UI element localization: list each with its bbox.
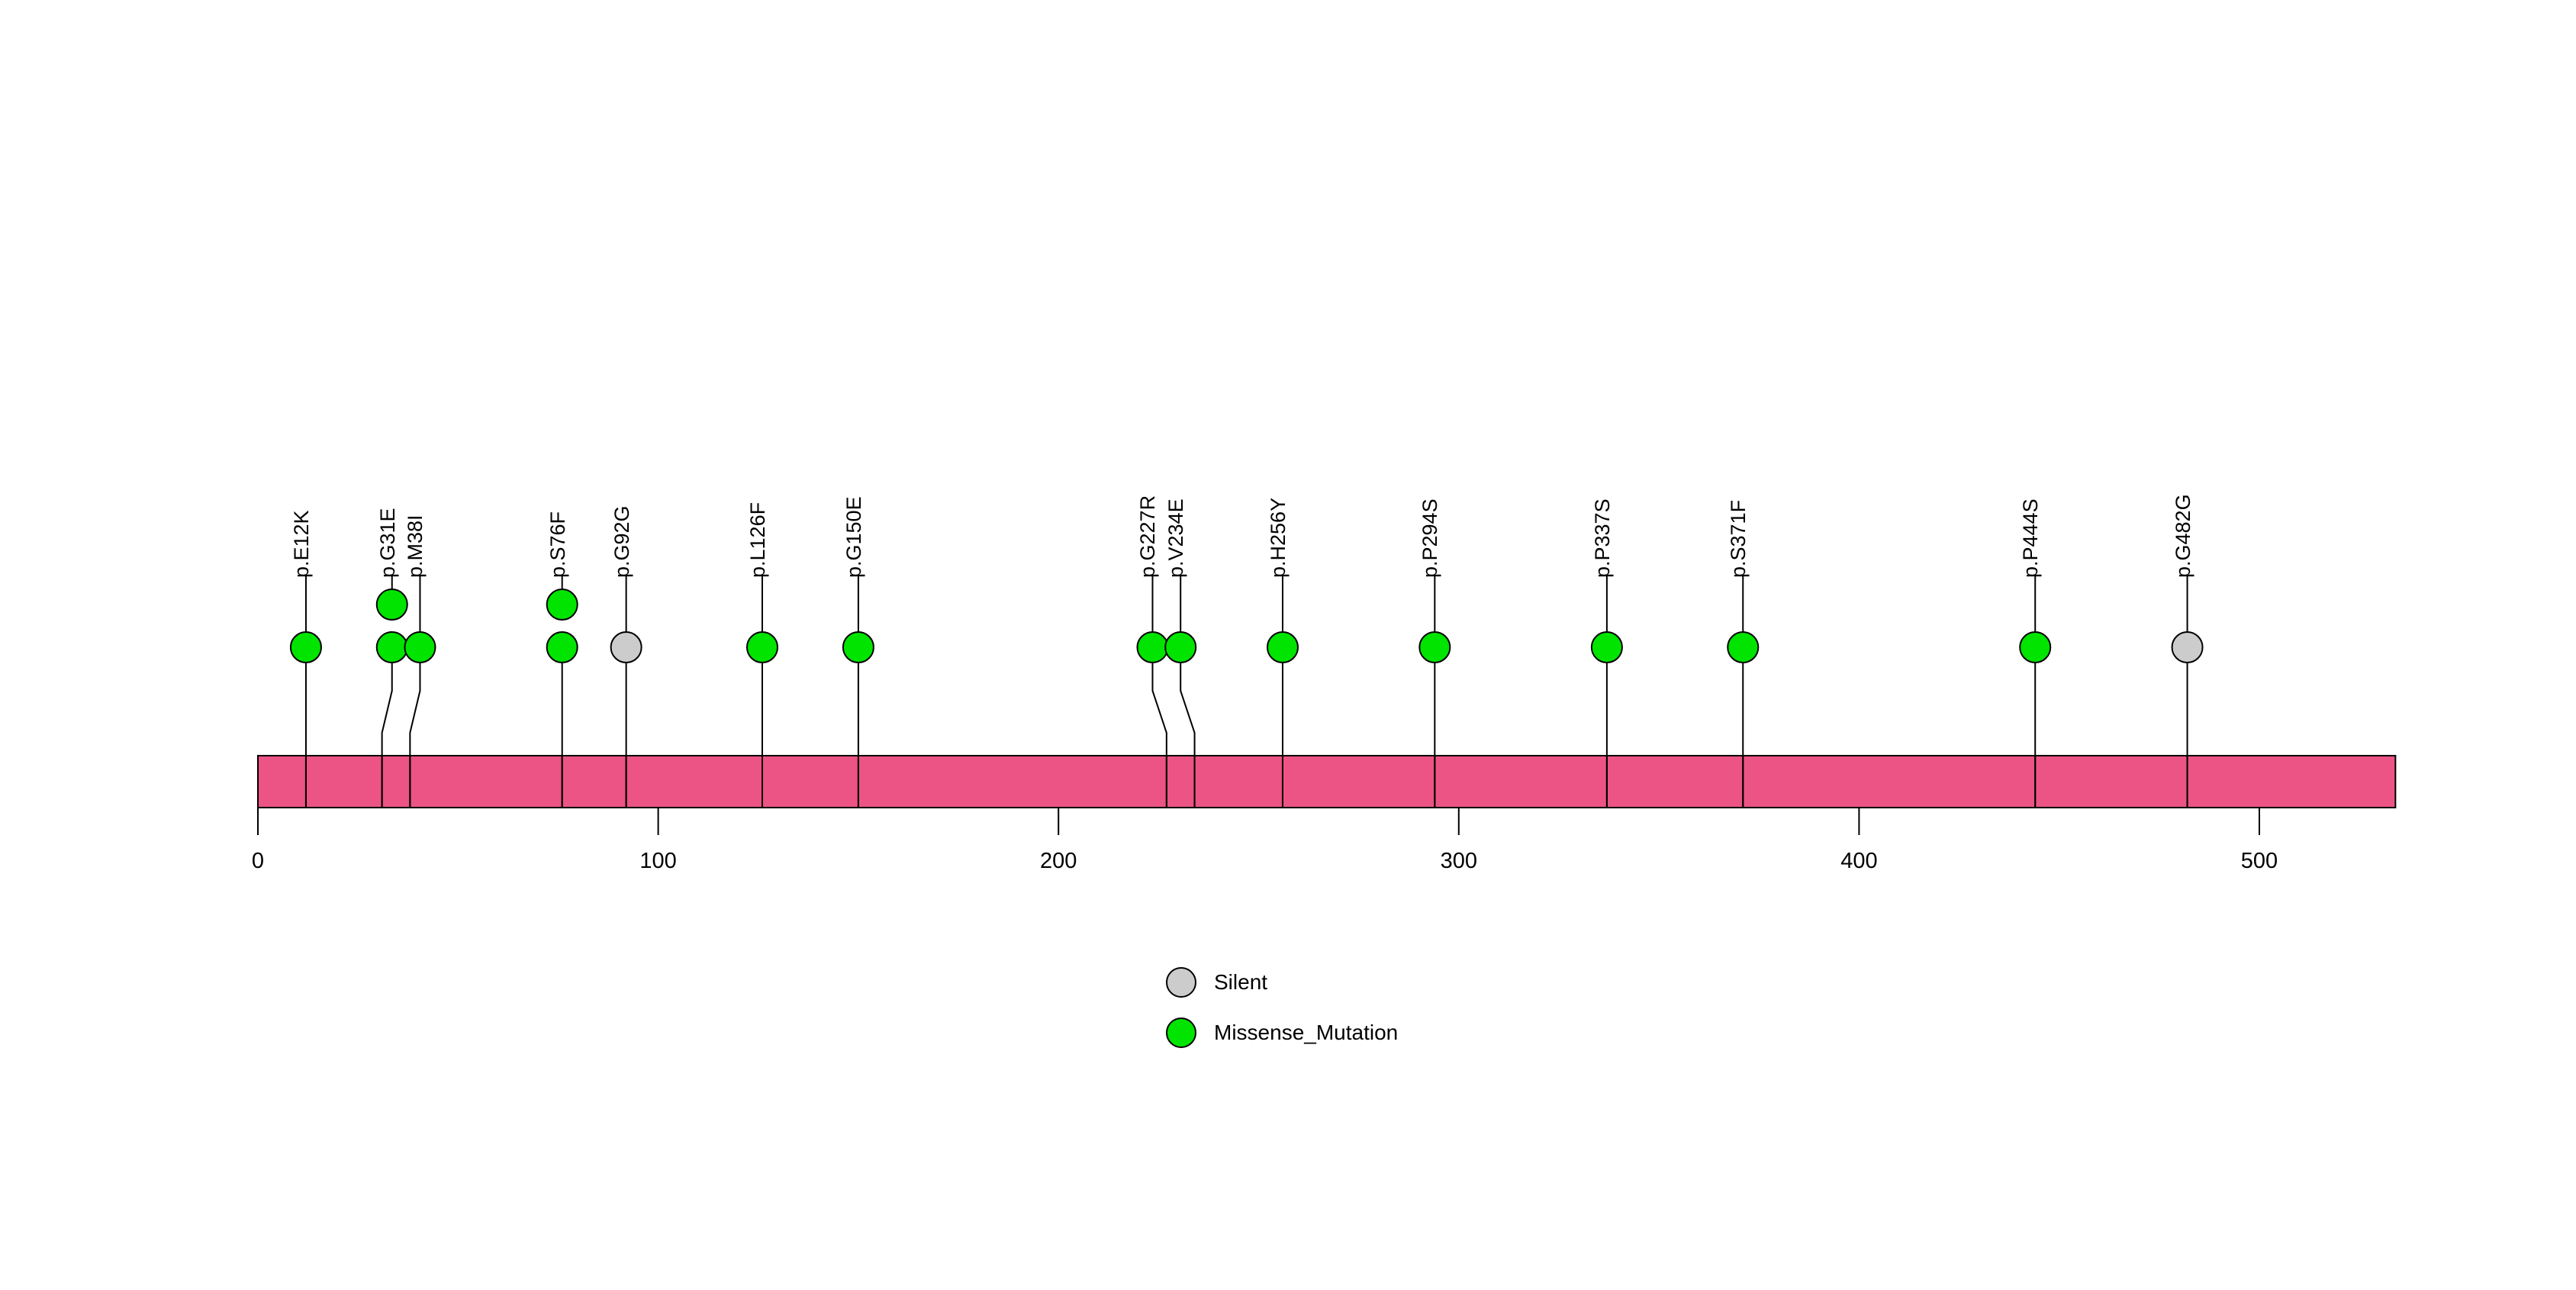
- lollipop-marker[interactable]: [1136, 631, 1169, 663]
- lollipop-stem-lower: [1180, 647, 1196, 808]
- lollipop-marker[interactable]: [375, 589, 408, 621]
- legend-marker: [1166, 967, 1196, 998]
- lollipop-marker[interactable]: [1590, 631, 1623, 663]
- lollipop-marker[interactable]: [2171, 631, 2204, 663]
- lollipop-label: p.S76F: [546, 511, 569, 578]
- axis-tick-label: 100: [639, 849, 677, 873]
- lollipop-label: p.G31E: [375, 508, 399, 578]
- lollipop-label: p.S371F: [1727, 499, 1750, 578]
- axis-tick-label: 300: [1440, 849, 1477, 873]
- lollipop-marker[interactable]: [2019, 631, 2052, 663]
- axis-tick-label: 200: [1039, 849, 1077, 873]
- lollipop-stem-lower: [381, 647, 393, 808]
- lollipop-marker[interactable]: [404, 631, 436, 663]
- lollipop-marker[interactable]: [842, 631, 874, 663]
- legend-marker: [1166, 1017, 1196, 1048]
- lollipop-stem-lower: [1151, 647, 1167, 808]
- lollipop-marker[interactable]: [375, 631, 408, 663]
- lollipop-marker[interactable]: [1266, 631, 1299, 663]
- lollipop-marker[interactable]: [1727, 631, 1760, 663]
- lollipop-label: p.E12K: [289, 510, 313, 578]
- legend-label: Silent: [1214, 970, 1268, 994]
- lollipop-label: p.V234E: [1164, 498, 1188, 578]
- legend-label: Missense_Mutation: [1214, 1021, 1399, 1044]
- lollipop-label: p.H256Y: [1266, 497, 1290, 578]
- axis-tick-label: 0: [251, 849, 265, 873]
- axis-tick-label: 400: [1840, 849, 1878, 873]
- lollipop-label: p.L126F: [745, 501, 769, 578]
- lollipop-marker[interactable]: [546, 631, 578, 663]
- axis-tick-label: 500: [2240, 849, 2278, 873]
- protein-bar: [257, 755, 2397, 808]
- lollipop-label: p.P337S: [1590, 498, 1614, 578]
- lollipop-marker[interactable]: [289, 631, 322, 663]
- lollipop-label: p.G482G: [2171, 494, 2194, 578]
- lollipop-label: p.P294S: [1418, 498, 1442, 578]
- lollipop-marker[interactable]: [1164, 631, 1197, 663]
- lollipop-label: p.P444S: [2019, 498, 2043, 578]
- lollipop-label: p.G227R: [1136, 495, 1160, 578]
- lollipop-stem-lower: [409, 647, 421, 808]
- lollipop-label: p.G150E: [842, 496, 865, 578]
- lollipop-label: p.G92G: [610, 505, 633, 578]
- lollipop-marker[interactable]: [1418, 631, 1451, 663]
- lollipop-marker[interactable]: [745, 631, 778, 663]
- lollipop-marker[interactable]: [546, 589, 578, 621]
- lollipop-marker[interactable]: [610, 631, 642, 663]
- lollipop-label: p.M38I: [404, 514, 427, 578]
